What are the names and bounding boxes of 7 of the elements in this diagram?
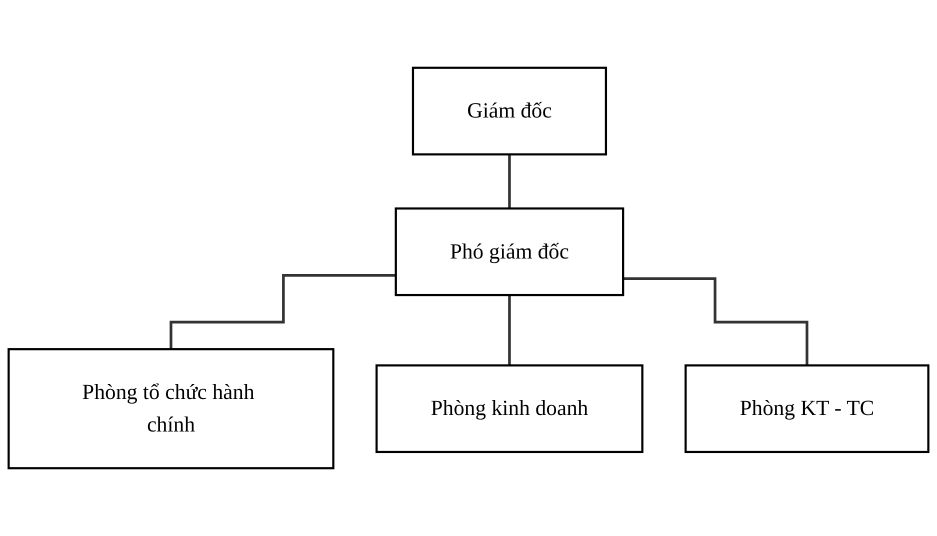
node-box: Phòng KT - TC [684,364,930,454]
node-box: Phó giám đốc [394,207,624,296]
node-box: Phòng tổ chức hành chính [8,348,334,470]
connector [508,153,511,210]
node-box: Phòng kinh doanh [376,364,644,454]
connector [508,294,511,367]
node-box: Giám đốc [412,66,608,156]
